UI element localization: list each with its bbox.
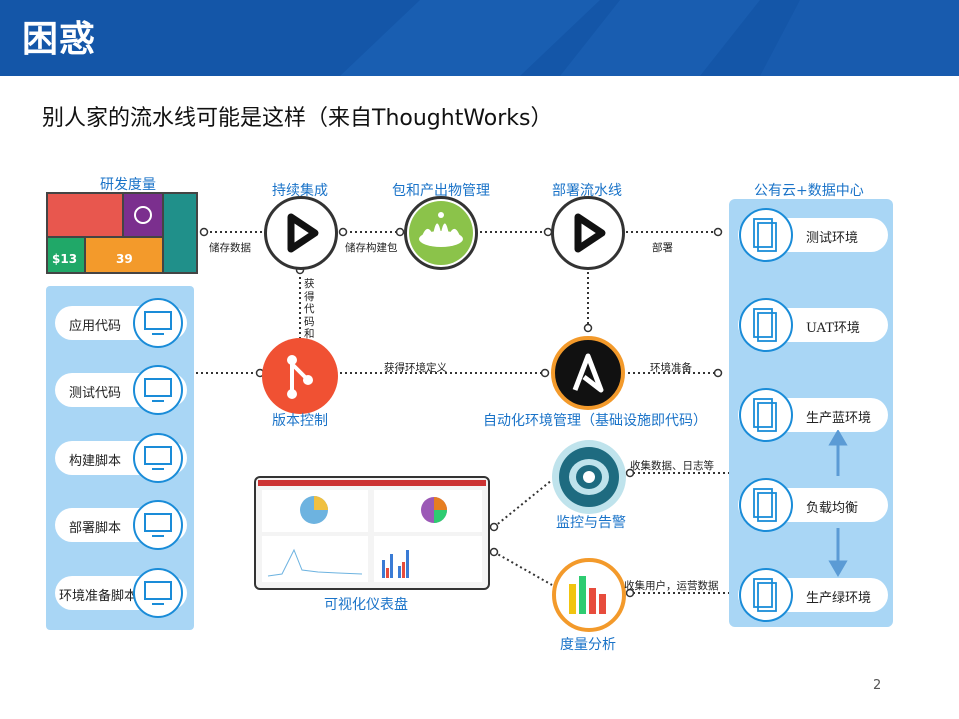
ci-node[interactable] xyxy=(264,196,338,270)
server-icons xyxy=(739,208,793,622)
monitoring-node[interactable] xyxy=(552,440,626,514)
edge-dashboard-monitoring xyxy=(493,479,553,528)
edge-label-store-data: 储存数据 xyxy=(209,242,251,254)
metrics-label: 研发度量 xyxy=(100,177,156,193)
bar-chart-icon xyxy=(569,576,606,614)
metrics-dashboard: $13 39 xyxy=(46,192,198,274)
automation-label: 自动化环境管理（基础设施即代码） xyxy=(483,413,707,429)
dashboard-node[interactable] xyxy=(254,476,490,590)
eye-icon xyxy=(559,447,619,507)
measurement-node[interactable] xyxy=(552,558,626,632)
dashboard-thumbnail xyxy=(258,480,486,582)
slide-subtitle: 别人家的流水线可能是这样（来自ThoughtWorks） xyxy=(42,106,553,131)
metrics-tile-red xyxy=(48,194,122,236)
metrics-tile-teal xyxy=(164,194,196,272)
play-icon xyxy=(574,213,606,253)
metrics-tile-green: $13 xyxy=(48,238,84,272)
edge-label-collect-logs: 收集数据、日志等 xyxy=(630,460,714,472)
edge-label-env-ready: 环境准备 xyxy=(650,362,692,374)
edge-label-store-package: 储存构建包 xyxy=(345,242,398,254)
play-icon xyxy=(287,213,319,253)
header-title: 困惑 xyxy=(22,19,97,60)
splash-icon xyxy=(409,201,473,265)
measurement-label: 度量分析 xyxy=(560,637,616,653)
dashboard-label: 可视化仪表盘 xyxy=(324,597,408,613)
artifact-label: 包和产出物管理 xyxy=(392,183,490,199)
edge-label-deploy: 部署 xyxy=(652,242,673,254)
artifact-node[interactable] xyxy=(404,196,478,270)
edge-dashboard-measure xyxy=(493,551,553,586)
git-icon xyxy=(287,355,313,399)
monitor-icons xyxy=(133,298,183,618)
metrics-tile-purple xyxy=(124,194,162,236)
header-decoration xyxy=(340,0,959,76)
vcs-node[interactable] xyxy=(262,338,338,414)
monitoring-label: 监控与告警 xyxy=(556,515,626,531)
metrics-tile-orange: 39 xyxy=(86,238,162,272)
load-balance-arrows xyxy=(828,430,848,577)
cloud-label: 公有云+数据中心 xyxy=(754,183,864,199)
vcs-label: 版本控制 xyxy=(272,413,328,429)
ansible-icon xyxy=(572,353,604,393)
edge-label-fetch-env: 获得环境定义 xyxy=(384,362,447,374)
header-bar: 困惑 xyxy=(0,0,959,76)
ci-label: 持续集成 xyxy=(272,183,328,199)
automation-node[interactable] xyxy=(551,336,625,410)
deploy-pipeline-node[interactable] xyxy=(551,196,625,270)
edge-label-collect-users: 收集用户，运营数据 xyxy=(624,580,719,592)
page-number: 2 xyxy=(873,678,882,693)
deploy-pipeline-label: 部署流水线 xyxy=(552,183,622,199)
